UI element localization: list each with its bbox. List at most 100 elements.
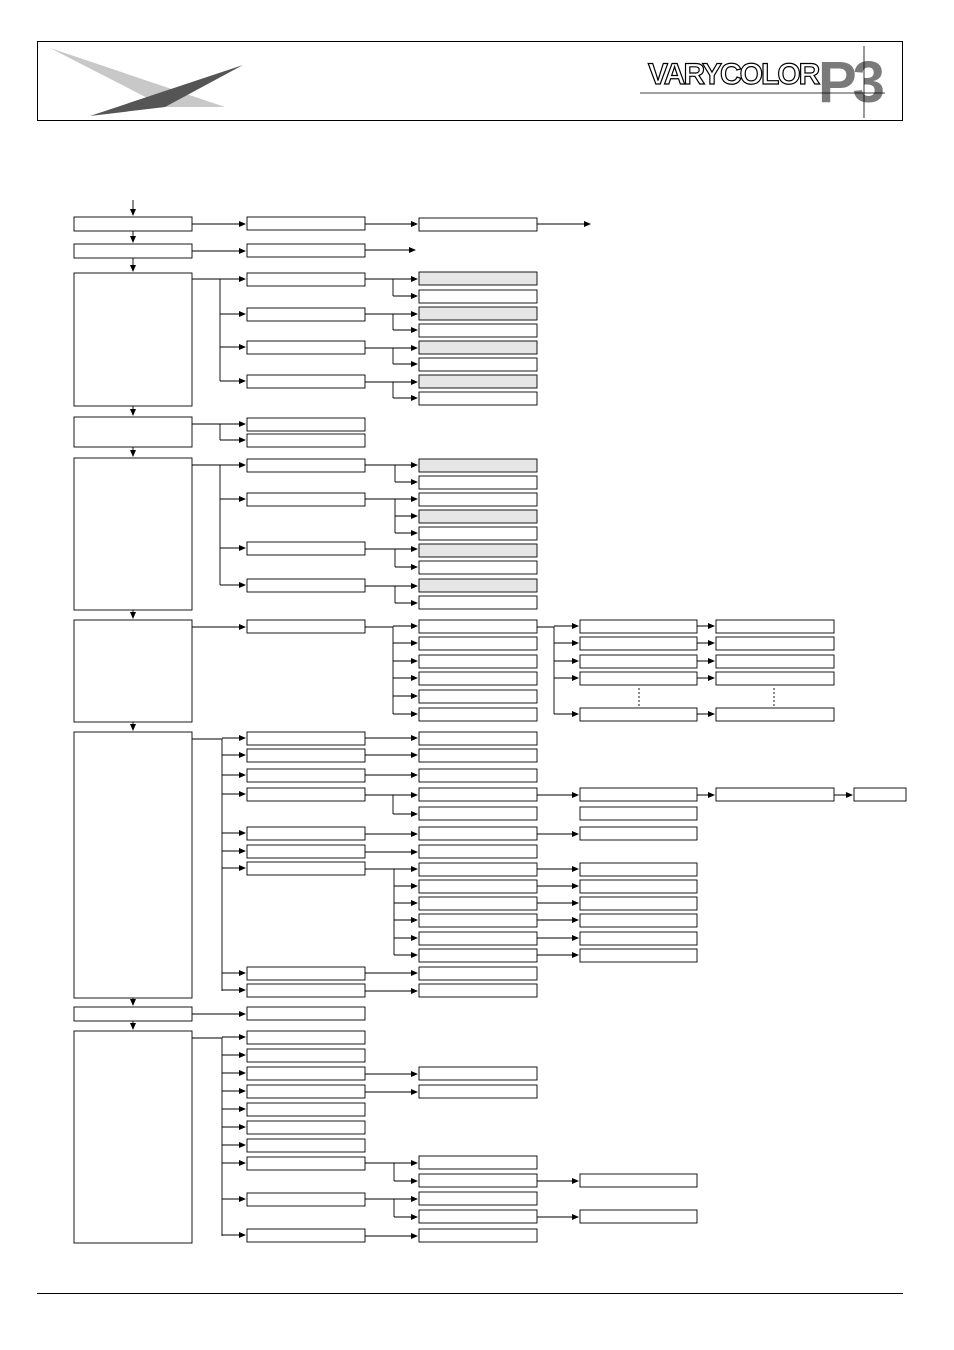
menu-box — [418, 475, 538, 490]
menu-box — [246, 243, 366, 258]
menu-box — [715, 787, 835, 802]
menu-box — [246, 216, 366, 231]
brand-name: VARYCOLOR — [647, 58, 821, 91]
menu-box — [418, 217, 538, 232]
menu-box — [579, 619, 698, 634]
main-menu-box — [73, 619, 193, 723]
menu-box — [418, 289, 538, 304]
sub-menu-box — [246, 272, 366, 287]
menu-box — [418, 306, 538, 321]
sub-menu-box — [246, 787, 366, 802]
sub-menu-box — [246, 1030, 366, 1045]
main-menu-box — [73, 1030, 193, 1244]
connector-line — [365, 278, 394, 296]
sub-menu-box — [579, 913, 698, 928]
menu-box — [418, 340, 538, 355]
connector-line — [365, 313, 394, 330]
menu-box — [579, 1173, 698, 1188]
sub-menu-box — [418, 654, 538, 669]
menu-box — [579, 654, 698, 669]
connector-line — [365, 347, 394, 364]
sub-menu-box — [246, 731, 366, 746]
connector-line — [192, 423, 221, 440]
brand-model: P3 — [818, 50, 885, 115]
menu-box — [715, 636, 835, 651]
menu-box — [715, 654, 835, 669]
menu-box — [418, 543, 538, 558]
connector-line — [192, 464, 221, 585]
sub-menu-box — [418, 636, 538, 651]
menu-box — [418, 323, 538, 338]
sub-menu-box — [579, 896, 698, 911]
menu-box — [418, 1084, 538, 1099]
sub-menu-box — [418, 689, 538, 704]
connector-line — [365, 585, 396, 603]
menu-box — [418, 1173, 538, 1188]
sub-menu-box — [246, 541, 366, 556]
main-menu-box — [73, 216, 193, 232]
menu-box — [418, 509, 538, 524]
menu-box — [418, 374, 538, 389]
menu-box — [246, 1006, 366, 1021]
sub-menu-box — [246, 1120, 366, 1135]
menu-box — [418, 1066, 538, 1081]
connector-line — [192, 1037, 223, 1236]
connector-line — [365, 1198, 395, 1217]
connector-line — [192, 278, 221, 381]
connector-line — [365, 548, 396, 567]
sub-menu-box — [246, 748, 366, 763]
main-menu-box — [73, 1006, 193, 1022]
sub-menu-box — [579, 879, 698, 894]
menu-box — [418, 526, 538, 541]
header-frame — [37, 41, 903, 121]
connector-line — [365, 464, 396, 482]
menu-box — [418, 806, 538, 821]
menu-box — [579, 806, 698, 821]
menu-box — [246, 417, 366, 432]
sub-menu-box — [579, 931, 698, 946]
sub-menu-box — [418, 948, 538, 963]
menu-box — [418, 983, 538, 998]
menu-box — [418, 492, 538, 507]
sub-menu-box — [246, 340, 366, 355]
sub-menu-box — [246, 1156, 366, 1171]
sub-menu-box — [246, 1066, 366, 1081]
sub-menu-box — [246, 861, 366, 876]
main-menu-box — [73, 272, 193, 407]
sub-menu-box — [418, 671, 538, 686]
menu-box — [853, 787, 907, 802]
menu-box — [418, 271, 538, 286]
connector-line — [365, 381, 394, 398]
menu-box — [418, 595, 538, 610]
menu-box — [418, 1155, 538, 1170]
menu-box — [715, 707, 835, 722]
sub-menu-box — [246, 1228, 366, 1243]
menu-box — [418, 578, 538, 593]
menu-box — [418, 1228, 538, 1243]
menu-box — [715, 671, 835, 686]
menu-box — [418, 768, 538, 783]
main-menu-box — [73, 243, 193, 259]
sub-menu-box — [246, 1048, 366, 1063]
sub-menu-box — [246, 492, 366, 507]
menu-box — [418, 458, 538, 473]
menu-box — [418, 966, 538, 981]
menu-box — [418, 748, 538, 763]
sub-menu-box — [246, 844, 366, 859]
menu-box — [579, 1209, 698, 1224]
menu-box — [579, 787, 698, 802]
connector-line — [192, 738, 223, 991]
stylized-arrow-logo-icon — [50, 48, 243, 116]
main-menu-box — [73, 416, 193, 448]
sub-menu-box — [246, 458, 366, 473]
connector-line — [537, 626, 555, 714]
menu-box — [418, 826, 538, 841]
menu-box — [418, 1209, 538, 1224]
connector-line — [365, 626, 394, 714]
sub-menu-box — [246, 374, 366, 389]
connector-line — [365, 794, 394, 814]
sub-menu-box — [246, 307, 366, 322]
sub-menu-box — [418, 931, 538, 946]
connector-line — [365, 498, 396, 533]
